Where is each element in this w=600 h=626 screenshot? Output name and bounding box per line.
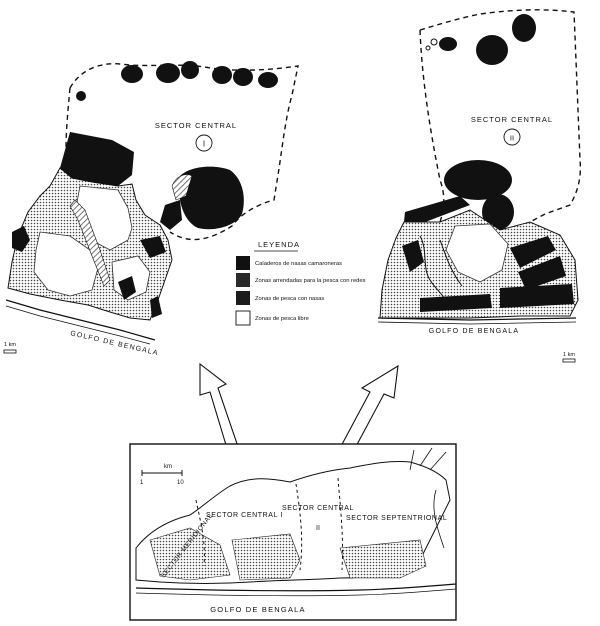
rented-net-zone — [404, 196, 470, 224]
scale-bar — [3, 349, 17, 354]
fishing-ground — [444, 160, 512, 200]
land-area — [149, 527, 231, 581]
land-area — [339, 539, 427, 579]
sector-divider — [337, 477, 344, 571]
coastline — [377, 317, 577, 321]
scale-min: 1 — [140, 480, 144, 486]
sector-boundary — [69, 63, 299, 241]
trap-zone — [140, 236, 166, 258]
legend-item: Zonas de pesca libre — [235, 310, 309, 326]
sector-divider — [195, 499, 205, 567]
coastline — [135, 583, 457, 592]
coast-outline — [135, 461, 451, 584]
scale-unit: km — [164, 464, 172, 470]
scale-label: 1 km — [563, 352, 575, 358]
trap-zone — [500, 284, 574, 308]
trap-zone — [118, 276, 136, 300]
trap-zone — [150, 296, 162, 318]
legend-swatch — [236, 291, 250, 305]
sector-central-2-label: SECTOR CENTRAL — [282, 505, 354, 512]
overview-scale: km 1 10 — [140, 464, 184, 486]
legend-swatch — [236, 273, 250, 287]
trap-zone — [12, 226, 30, 252]
sector-number-circle — [503, 128, 521, 146]
sector-septentrional-label: SECTOR SEPTENTRIONAL — [346, 515, 447, 522]
fishing-ground — [212, 66, 232, 84]
sector-number: I — [203, 140, 205, 149]
fishing-ground — [512, 14, 536, 42]
legend-title: LEYENDA — [258, 240, 300, 249]
legend-swatch — [236, 256, 250, 270]
map-sector-central-2: SECTOR CENTRAL II GOLFO DE BENGALA 1 km — [377, 9, 582, 363]
sector-number-circle — [195, 134, 213, 152]
gulf-label: GOLFO DE BENGALA — [429, 328, 519, 335]
fishing-ground — [476, 35, 508, 65]
sector-central-1-label: SECTOR CENTRAL I — [206, 512, 283, 519]
sector-label: SECTOR CENTRAL — [471, 115, 553, 124]
sector-label: SECTOR CENTRAL — [155, 121, 237, 130]
sector-boundary-west — [65, 87, 71, 151]
free-fishing-zone — [33, 231, 99, 297]
fishing-ground — [482, 194, 514, 230]
scale-max: 10 — [177, 480, 184, 486]
fishing-ground — [233, 68, 253, 86]
fishing-ground — [439, 37, 457, 51]
legend-label: Zonas arrendadas para la pesca con redes — [255, 278, 366, 284]
fishing-ground — [425, 45, 431, 51]
sector-boundary — [419, 9, 582, 223]
channel — [69, 199, 111, 287]
free-fishing-zone — [445, 223, 509, 283]
legend-swatch — [235, 310, 251, 326]
fishing-ground-east — [178, 166, 244, 230]
rented-net-zone — [60, 132, 134, 186]
land-area — [231, 533, 301, 581]
legend-label: Zonas de pesca con nasas — [255, 296, 324, 302]
fishing-ground — [156, 63, 180, 83]
sector-central-2-number: II — [316, 525, 320, 532]
sector-divider — [295, 483, 303, 571]
scale-label: 1 km — [4, 342, 16, 348]
fishing-ground — [76, 91, 86, 101]
scale-bar — [562, 358, 576, 363]
fishing-ground — [121, 65, 143, 83]
sector-boundary-west — [419, 29, 445, 223]
trap-zone — [420, 294, 492, 312]
legend-item: Zonas de pesca con nasas — [236, 291, 324, 305]
legend-label: Zonas de pesca libre — [255, 316, 309, 322]
fishing-ground — [430, 38, 438, 46]
channel — [171, 174, 193, 201]
channel — [439, 239, 463, 287]
map-sector-central-1: SECTOR CENTRAL I GOLFO DE BENGALA 1 km — [3, 61, 299, 357]
fishing-ground — [258, 72, 278, 88]
legend-item: Zonas arrendadas para la pesca con redes — [236, 273, 366, 287]
trap-zone — [510, 236, 556, 268]
fishing-ground — [181, 61, 199, 79]
river — [433, 489, 445, 549]
gulf-label: GOLFO DE BENGALA — [210, 605, 305, 614]
river — [409, 447, 447, 471]
trap-zone — [402, 240, 424, 272]
trap-zone — [160, 200, 182, 230]
legend-item: Caladeros de nasas camaroneras — [236, 256, 342, 270]
overview-map: km 1 10 SECTOR MERIDIONAL SECTOR CENTRAL… — [129, 443, 457, 621]
legend: LEYENDA Caladeros de nasas camaroneras Z… — [235, 240, 366, 326]
channel — [419, 235, 451, 311]
legend-label: Caladeros de nasas camaroneras — [255, 261, 342, 267]
coastline — [5, 299, 156, 341]
trap-zone — [518, 256, 566, 290]
sector-number: II — [510, 134, 514, 143]
